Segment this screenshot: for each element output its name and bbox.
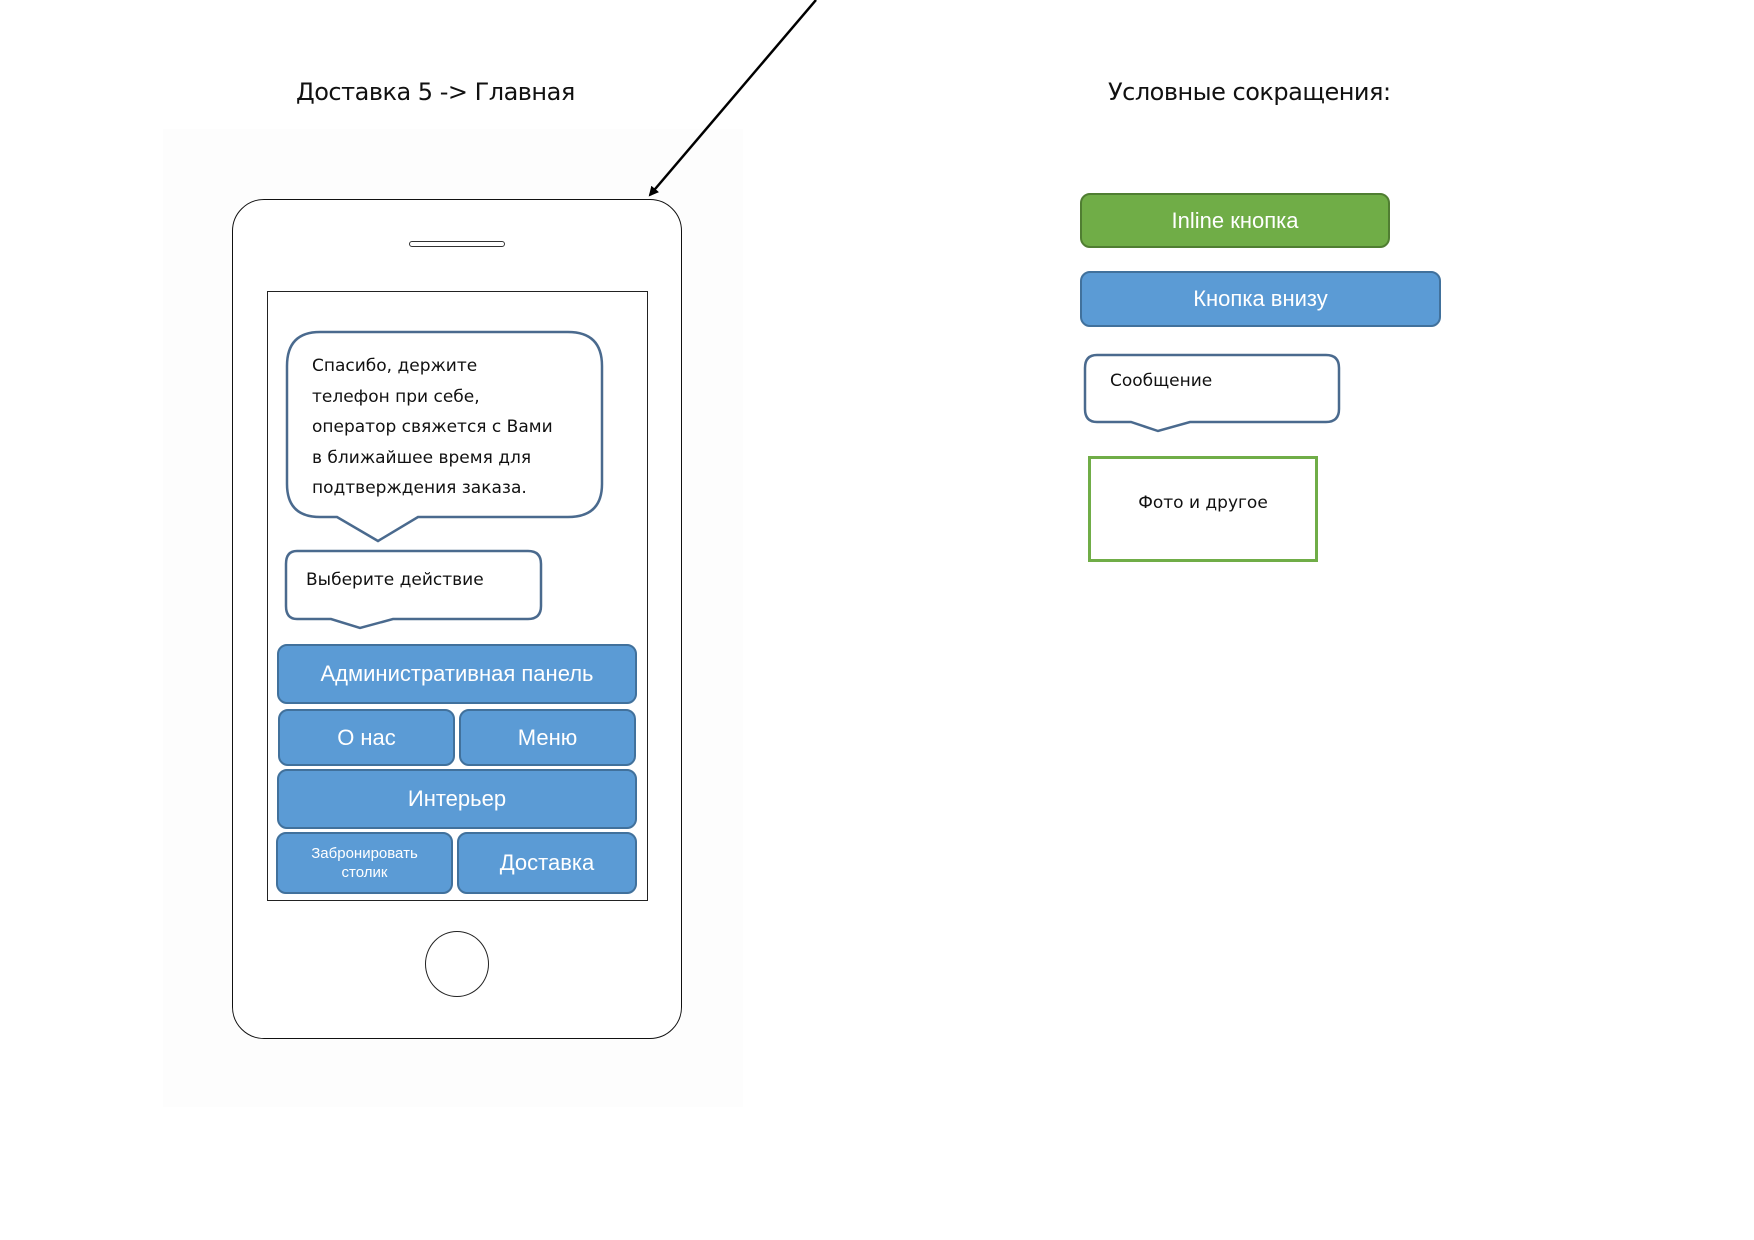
menu-button[interactable]: Меню (459, 709, 636, 766)
page-title: Доставка 5 -> Главная (296, 78, 575, 106)
home-button[interactable] (425, 931, 489, 997)
message-bubble-1-outline (285, 330, 604, 543)
flow-arrow (648, 0, 817, 197)
message-bubble-1: Спасибо, держите телефон при себе, опера… (312, 356, 553, 498)
message-bubble-2: Выберите действие (306, 570, 484, 590)
legend-message-outline (1083, 353, 1341, 433)
legend-title: Условные сокращения: (1108, 78, 1391, 106)
admin-panel-button[interactable]: Административная панель (277, 644, 637, 704)
interior-button[interactable]: Интерьер (277, 769, 637, 829)
legend-bottom-button: Кнопка внизу (1080, 271, 1441, 327)
book-table-button[interactable]: Забронировать столик (276, 832, 453, 894)
legend-photo-box: Фото и другое (1088, 456, 1318, 562)
about-button[interactable]: О нас (278, 709, 455, 766)
legend-inline-button: Inline кнопка (1080, 193, 1390, 248)
phone-speaker (409, 241, 505, 247)
delivery-button[interactable]: Доставка (457, 832, 637, 894)
message-bubble-2-outline (284, 549, 543, 630)
legend-photo-label: Фото и другое (1138, 493, 1268, 513)
legend-message-label: Сообщение (1110, 371, 1213, 391)
